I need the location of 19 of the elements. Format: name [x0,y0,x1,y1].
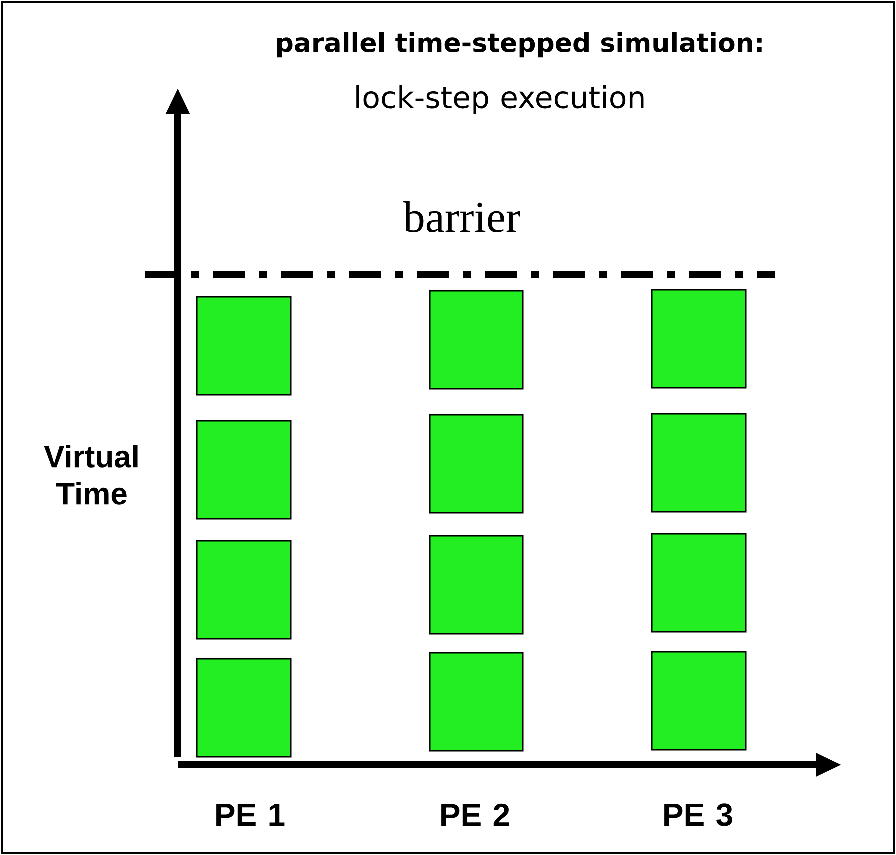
time-step-block [429,414,524,514]
processor-label: PE 2 [442,804,510,826]
time-step-block [651,651,747,751]
title: parallel time-stepped simulation: [277,32,762,58]
time-step-block [196,420,292,520]
time-step-block [429,290,524,390]
time-step-block [196,658,292,758]
time-step-block [196,296,292,396]
time-step-block [196,540,292,640]
time-step-block [651,289,747,389]
time-step-block [429,652,524,752]
time-step-block [651,413,747,513]
subtitle: lock-step execution [356,86,644,115]
time-step-block [651,533,747,633]
axis-label: Virtual Time [44,445,138,505]
processor-label: PE 3 [664,804,732,826]
barrier-label: barrier [403,202,520,232]
processor-label: PE 1 [216,804,285,826]
time-step-block [429,535,524,635]
